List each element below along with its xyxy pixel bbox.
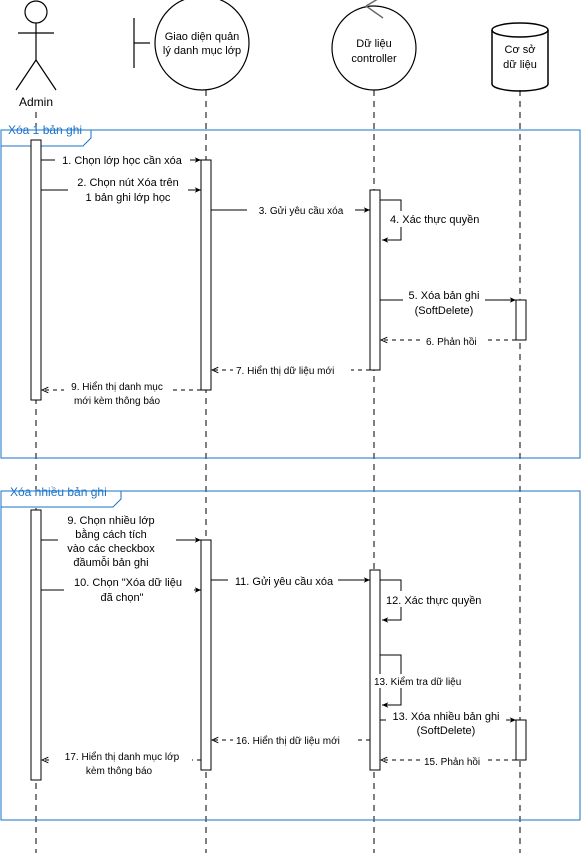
msg-9b-label-line2: bằng cách tích [75, 528, 147, 541]
ui-label-line2: lý danh mục lớp [163, 45, 241, 57]
msg-5-label-line2: (SoftDelete) [415, 305, 474, 317]
frame-multiple-delete [0, 490, 581, 821]
activation-bars [30, 139, 527, 781]
msg-1-label: 1. Chọn lớp học cần xóa [62, 155, 183, 167]
frame-single-label: Xóa 1 bản ghi [8, 123, 82, 137]
msg-9b-label-line4: đầumỗi bản ghi [73, 556, 148, 569]
frame-multiple-tab [0, 490, 122, 508]
ui-activation-1 [200, 159, 212, 391]
admin-activation-1 [30, 139, 42, 401]
msg-13b-label-line1: 13. Xóa nhiều bản ghi [392, 711, 499, 723]
msg-10-label-line2: đã chọn" [100, 592, 143, 604]
msg-4-label: 4. Xác thực quyền [390, 214, 479, 226]
ui-label-line1: Giao diện quản [165, 31, 240, 43]
db-label-line1: Cơ sở [505, 44, 536, 56]
msg-5-label-line1: 5. Xóa bản ghi [409, 290, 480, 302]
frame-single-tab [0, 129, 92, 147]
db-label-line2: dữ liệu [503, 59, 537, 71]
msg-3-label: 3. Gửi yêu cầu xóa [259, 205, 344, 217]
msg-13a-label: 13. Kiểm tra dữ liệu [374, 676, 461, 688]
msg-17-label-line2: kèm thông báo [86, 766, 153, 777]
msg-2-label-line2: 1 bản ghi lớp học [86, 192, 171, 204]
frame-single-delete [0, 129, 581, 459]
msg-15-label: 15. Phản hồi [424, 756, 480, 768]
ui-activation-2 [200, 539, 212, 771]
msg-9a-label-line1: 9. Hiển thị danh mục [71, 381, 163, 393]
db-activation-2 [515, 719, 527, 761]
msg-12-label: 12. Xác thực quyền [386, 595, 481, 607]
msg-10-label-line1: 10. Chọn "Xóa dữ liệu [74, 577, 182, 589]
label-backgrounds-2 [52, 512, 506, 778]
controller-activation-2 [369, 569, 381, 771]
database-icon [491, 22, 549, 92]
admin-label: Admin [19, 95, 53, 109]
controller-activation-1 [369, 189, 381, 371]
admin-activation-2 [30, 509, 42, 781]
msg-6-label: 6. Phản hồi [426, 336, 477, 348]
admin-actor-icon [15, 0, 57, 91]
controller-label-line1: Dữ liệu [356, 38, 392, 50]
db-activation-1 [515, 299, 527, 341]
label-backgrounds [55, 152, 486, 408]
msg-9b-label-line1: 9. Chọn nhiều lớp [67, 515, 154, 527]
msg-11-label: 11. Gửi yêu cầu xóa [235, 576, 334, 588]
boundary-icon [133, 0, 250, 91]
msg-9b-label-line3: vào các checkbox [67, 543, 155, 555]
msg-2-label-line1: 2. Chọn nút Xóa trên [77, 177, 179, 189]
msg-7-label: 7. Hiển thị dữ liệu mới [236, 365, 334, 377]
msg-13b-label-line2: (SoftDelete) [417, 725, 476, 737]
controller-label-line2: controller [351, 53, 397, 65]
controller-icon [331, 0, 417, 91]
msg-9a-label-line2: mới kèm thông báo [74, 396, 160, 407]
frame-multiple-label: Xóa nhiều bản ghi [10, 485, 107, 499]
msg-16-label: 16. Hiển thị dữ liệu mới [236, 735, 340, 747]
msg-17-label-line1: 17. Hiển thị danh mục lớp [65, 751, 180, 763]
